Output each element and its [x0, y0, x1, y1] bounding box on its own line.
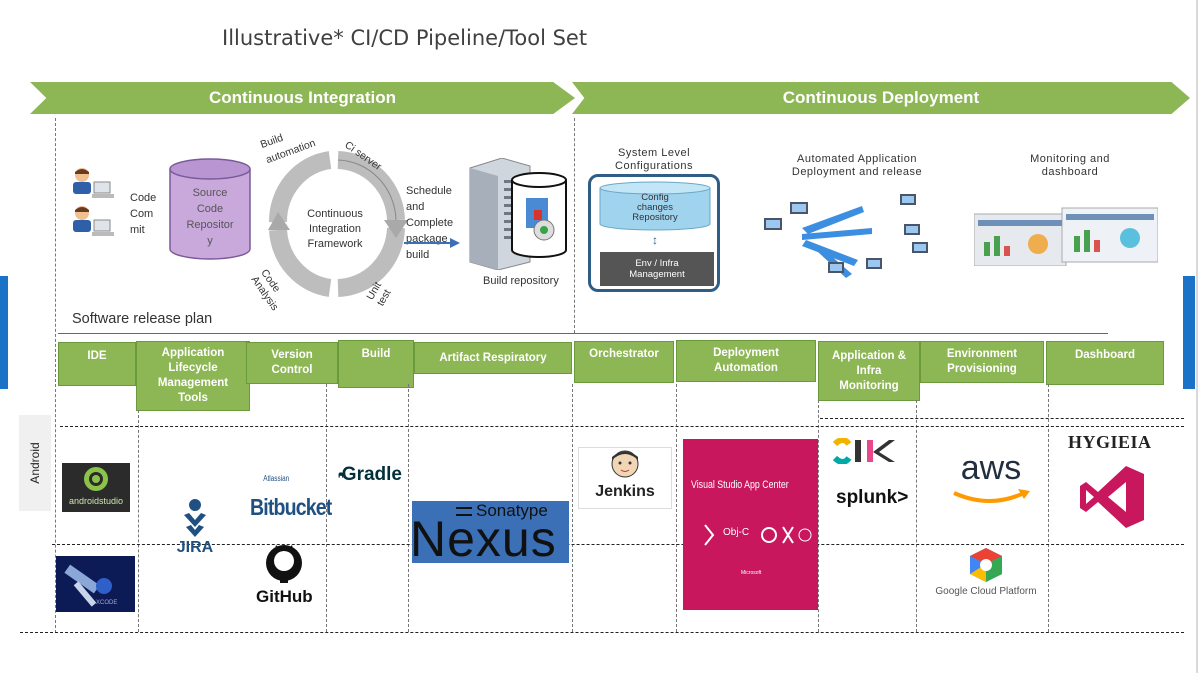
sonatype-bars-icon	[456, 507, 472, 516]
vs-app-center-logo: Visual Studio App Center Obj-C Microsoft	[683, 439, 818, 610]
schedule-arrow	[404, 238, 460, 248]
category-version-control: Version Control	[246, 342, 338, 384]
grid-h1b	[820, 418, 1184, 419]
release-plan-line	[58, 333, 1108, 334]
category-ide: IDE	[58, 342, 136, 386]
jenkins-text: Jenkins	[595, 483, 655, 500]
jira-icon	[184, 499, 206, 537]
build-repository-label: Build repository	[483, 275, 559, 287]
developers-icon	[73, 168, 114, 236]
category-dashboard: Dashboard	[1046, 341, 1164, 385]
android-side-label: Android	[28, 442, 42, 484]
monitoring-dashboard-icon	[974, 207, 1158, 266]
category-deployment-automation: Deployment Automation	[676, 340, 816, 382]
source-repo-label: Source Code Repositor y	[186, 187, 234, 247]
gradle-text: Gradle	[341, 464, 402, 485]
xcode-hammer-icon	[64, 564, 112, 607]
left-divider	[55, 118, 56, 633]
sonatype-text: Sonatype	[476, 501, 548, 520]
left-accent-stripe	[0, 276, 8, 389]
grid-v1	[138, 410, 139, 632]
hygieia-logo: HYGIEIA	[1068, 432, 1152, 452]
monitoring-label: Monitoring and dashboard	[1030, 153, 1110, 178]
android-side-panel	[19, 415, 51, 511]
xcode-text: XCODE	[96, 600, 118, 606]
category-monitoring: Application & Infra Monitoring	[818, 341, 920, 401]
gradle-logo: Gradle	[338, 460, 402, 490]
schedule-build-label: Schedule and Complete package build	[406, 185, 454, 261]
aws-smile-icon	[953, 489, 1030, 503]
code-commit-label: Code Com mit	[130, 192, 157, 236]
jira-logo: JIRA	[168, 497, 222, 561]
grid-v7	[916, 400, 917, 632]
category-environment-provisioning: Environment Provisioning	[920, 341, 1044, 383]
grid-v6	[818, 400, 819, 632]
github-logo: GitHub	[256, 543, 313, 609]
android-studio-icon	[84, 467, 108, 491]
ci-banner: Continuous Integration	[30, 82, 575, 114]
vs-microsoft-text: Microsoft	[741, 570, 762, 576]
sonatype-nexus-logo: Sonatype Nexus	[412, 501, 569, 563]
vs-platform-icons	[704, 524, 812, 546]
ci-cd-divider	[574, 118, 575, 333]
grid-v3	[408, 384, 409, 632]
right-accent-stripe	[1183, 276, 1195, 389]
category-alm-tools: Application Lifecycle Management Tools	[136, 341, 250, 411]
gcp-logo: Google Cloud Platform	[930, 546, 1042, 602]
env-infra-box	[600, 252, 714, 286]
config-repo-cylinder	[599, 181, 711, 231]
source-repo-cylinder	[169, 158, 251, 260]
visual-studio-icon	[1080, 466, 1144, 528]
grid-h3	[20, 632, 1184, 633]
cd-banner: Continuous Deployment	[572, 82, 1190, 114]
category-orchestrator: Orchestrator	[574, 341, 674, 383]
ci-framework-label: Continuous Integration Framework	[307, 208, 363, 250]
bitbucket-text: Bitbucket	[250, 493, 332, 520]
release-plan-label: Software release plan	[72, 311, 213, 327]
grid-h2	[52, 544, 1184, 545]
vs-objc-text: Obj-C	[723, 527, 750, 538]
system-level-label: System Level Configurations	[615, 147, 693, 172]
android-studio-logo: androidstudio	[62, 463, 130, 512]
grid-h1	[60, 426, 1184, 427]
github-text: GitHub	[256, 587, 313, 606]
elk-logo	[832, 437, 897, 465]
category-build: Build	[338, 340, 414, 388]
aws-logo: aws	[948, 449, 1034, 511]
bitbucket-atlassian-text: Atlassian	[263, 474, 290, 483]
jira-text: JIRA	[176, 539, 214, 556]
gcp-text: Google Cloud Platform	[935, 586, 1037, 597]
config-repo-label: Config changes Repository	[632, 192, 678, 223]
ci-cycle-arrows	[268, 151, 408, 297]
automated-deployment-label: Automated Application Deployment and rel…	[791, 153, 923, 178]
bitbucket-logo: Bitbucket	[250, 488, 332, 526]
category-artifact-repository: Artifact Respiratory	[414, 342, 572, 374]
elk-icon	[832, 437, 895, 465]
grid-v5	[676, 384, 677, 632]
jenkins-logo: Jenkins	[578, 447, 672, 509]
xcode-logo: XCODE	[56, 556, 135, 612]
gradle-elephant-icon	[338, 472, 344, 478]
nexus-text: Nexus	[412, 511, 557, 563]
github-octocat-icon	[266, 545, 302, 583]
page-title: Illustrative* CI/CD Pipeline/Tool Set	[222, 26, 588, 50]
jenkins-butler-icon	[611, 450, 639, 478]
grid-v2	[326, 384, 327, 632]
vs-app-center-text: Visual Studio App Center	[691, 479, 789, 491]
gcp-hexagon-icon	[970, 548, 1002, 582]
android-studio-text: androidstudio	[68, 496, 124, 506]
grid-v4	[572, 384, 573, 632]
aws-text: aws	[960, 449, 1022, 487]
right-edge-line	[1196, 0, 1198, 673]
network-deployment-icon	[764, 194, 928, 278]
splunk-logo: splunk>	[836, 487, 909, 508]
up-down-arrow: ↕	[652, 233, 658, 247]
build-server-icon	[469, 158, 567, 270]
grid-v8	[1048, 384, 1049, 632]
env-infra-label: Env / Infra Management	[629, 258, 685, 280]
